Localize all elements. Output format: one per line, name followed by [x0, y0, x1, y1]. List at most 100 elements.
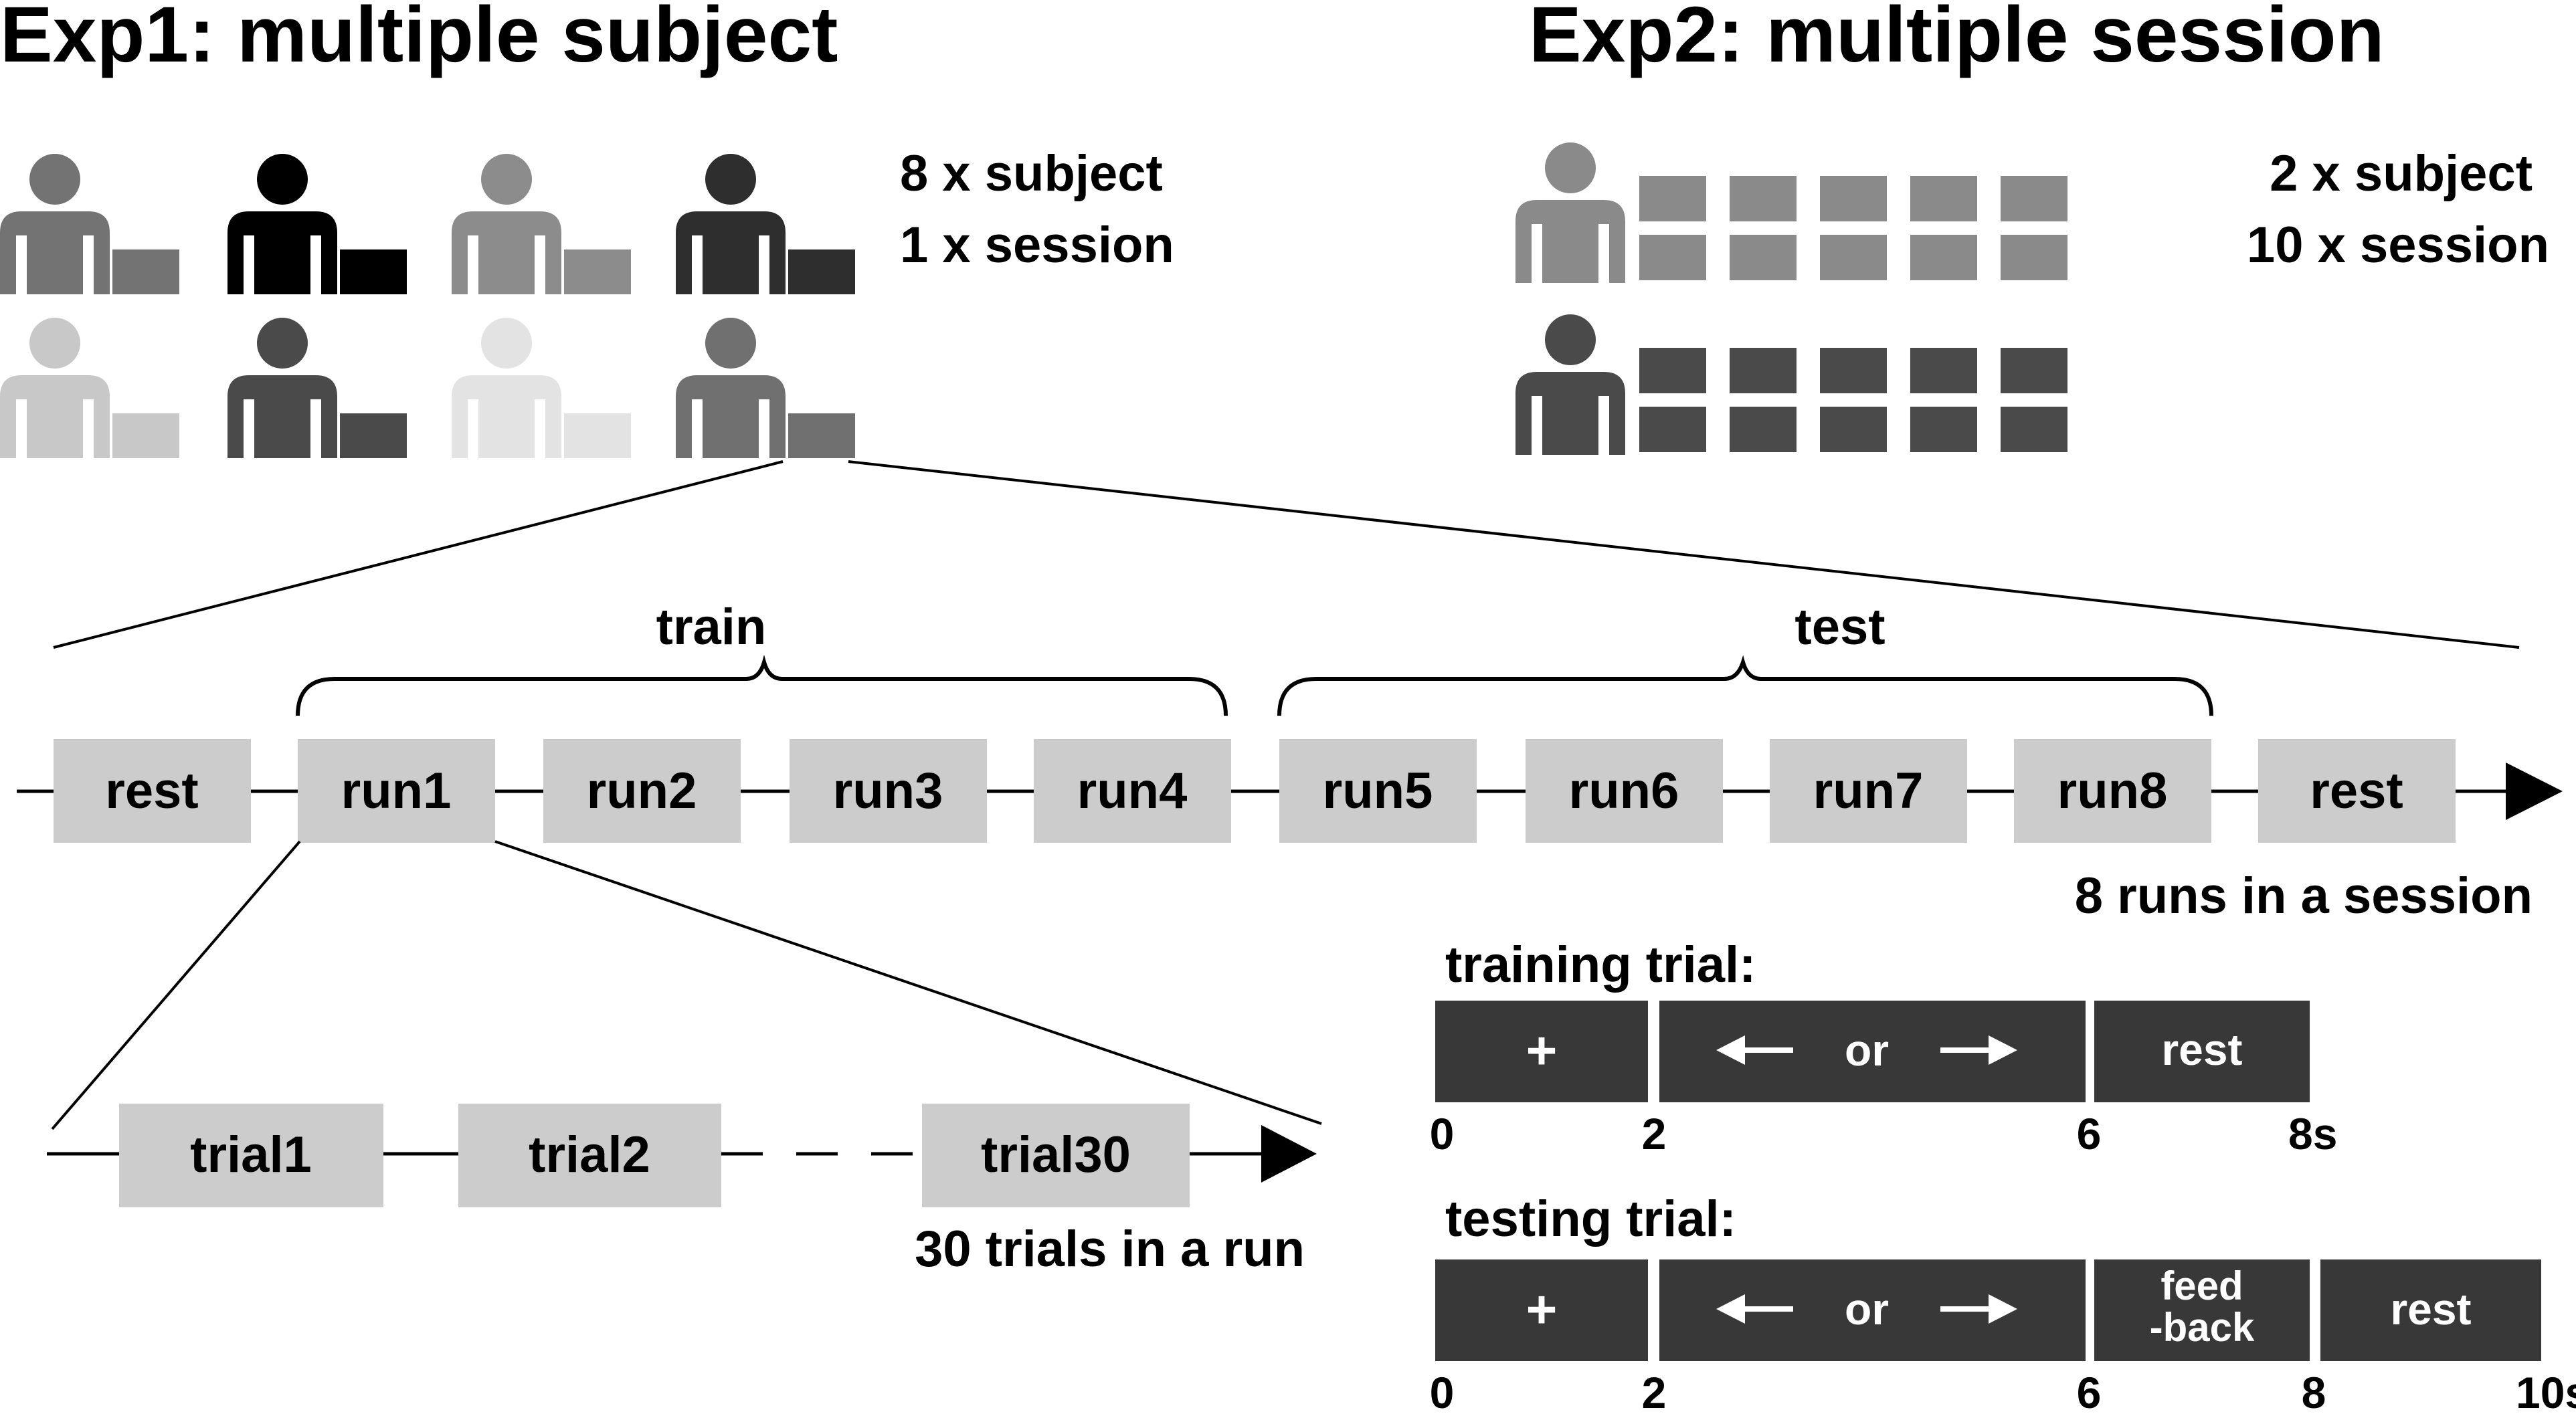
svg-text:0: 0 — [1430, 1368, 1455, 1417]
test-brace — [1277, 655, 2213, 716]
svg-text:8: 8 — [2302, 1368, 2326, 1417]
testing-trial-title: testing trial: — [1445, 1191, 1736, 1247]
testing-feedback-segment: feed -back — [2094, 1259, 2310, 1361]
session-block — [1820, 176, 1887, 221]
person-icon — [0, 154, 110, 294]
person-icon — [452, 318, 561, 458]
left-arrow-icon — [1716, 1294, 1793, 1324]
session-block — [2001, 407, 2067, 452]
zoom-line-left — [53, 460, 784, 649]
svg-text:feed: feed — [2160, 1263, 2243, 1308]
session-block — [1639, 348, 1706, 393]
train-brace — [296, 654, 1228, 716]
training-trial-title: training trial: — [1445, 936, 1756, 993]
svg-text:trial2: trial2 — [529, 1126, 650, 1183]
session-block-2: run2 — [543, 739, 741, 843]
session-block — [788, 249, 855, 294]
session-block — [1639, 407, 1706, 452]
svg-text:or: or — [1845, 1025, 1889, 1075]
session-block — [340, 249, 407, 294]
zoom-line-right — [848, 460, 2520, 649]
person-icon — [1515, 142, 1625, 283]
session-block-label: run2 — [587, 763, 697, 819]
right-arrow-icon — [1940, 1035, 2017, 1065]
svg-text:2: 2 — [1642, 1109, 1667, 1158]
session-block-label: run1 — [341, 763, 452, 819]
session-block-0: rest — [54, 739, 251, 843]
svg-text:10s: 10s — [2516, 1368, 2576, 1417]
run-caption: 30 trials in a run — [915, 1221, 1305, 1278]
person-icon — [227, 318, 337, 458]
training-rest-segment: rest — [2094, 1001, 2310, 1102]
session-block-7: run7 — [1770, 739, 1967, 843]
trial-block-30: trial30 — [922, 1104, 1190, 1207]
svg-text:or: or — [1845, 1284, 1889, 1334]
exp1-subjects — [0, 154, 855, 458]
session-block — [1730, 407, 1797, 452]
session-block — [1820, 348, 1887, 393]
session-block — [340, 413, 407, 458]
svg-text:trial30: trial30 — [981, 1126, 1131, 1183]
exp1-session-count: 1 x session — [900, 217, 1174, 274]
session-block — [1910, 235, 1977, 280]
session-block-3: run3 — [790, 739, 987, 843]
session-block — [1730, 235, 1797, 280]
session-block — [1639, 235, 1706, 280]
session-block — [788, 413, 855, 458]
testing-cue-segment: or — [1659, 1259, 2086, 1361]
exp2-title: Exp2: multiple session — [1529, 0, 2385, 79]
exp2-session-count: 10 x session — [2247, 217, 2549, 274]
session-block — [1910, 176, 1977, 221]
svg-text:+: + — [1526, 1021, 1558, 1080]
session-block — [564, 413, 631, 458]
right-arrow-icon — [1940, 1294, 2017, 1324]
testing-rest-segment: rest — [2320, 1259, 2541, 1361]
exp1-subject-count: 8 x subject — [900, 145, 1163, 202]
trial-block-2: trial2 — [458, 1104, 721, 1207]
train-label: train — [656, 599, 767, 655]
session-arrow-head — [2506, 763, 2563, 820]
run-zoom-line-right — [494, 840, 1322, 1125]
session-blocks: rest run1 run2 run3 run4 run5 run6 run7 run8 rest — [54, 739, 2456, 843]
svg-text:2: 2 — [1642, 1368, 1667, 1417]
svg-text:6: 6 — [2077, 1109, 2102, 1158]
session-block-4: run4 — [1034, 739, 1231, 843]
session-block-8: run8 — [2014, 739, 2211, 843]
session-block-label: run8 — [2057, 763, 2168, 819]
session-block-9: rest — [2258, 739, 2456, 843]
run-arrow-head — [1261, 1125, 1317, 1183]
svg-text:rest: rest — [2161, 1025, 2242, 1074]
person-icon — [676, 318, 786, 458]
session-block-label: run4 — [1077, 763, 1188, 819]
person-icon — [452, 154, 561, 294]
svg-text:rest: rest — [2390, 1284, 2471, 1334]
person-icon — [676, 154, 786, 294]
session-block — [1820, 235, 1887, 280]
svg-text:+: + — [1526, 1280, 1558, 1339]
person-icon — [0, 318, 110, 458]
training-ticks: 0 2 6 8s — [1430, 1109, 2338, 1158]
testing-fixation-segment: + — [1435, 1259, 1648, 1361]
trial-block-1: trial1 — [119, 1104, 383, 1207]
session-block-label: rest — [2310, 763, 2403, 819]
exp2-subject-count: 2 x subject — [2270, 145, 2533, 202]
session-block — [1730, 348, 1797, 393]
session-block-label: rest — [105, 763, 198, 819]
svg-text:-back: -back — [2150, 1305, 2255, 1350]
testing-ticks: 0 2 6 8 10s — [1430, 1368, 2576, 1417]
left-arrow-icon — [1716, 1035, 1793, 1065]
session-block-5: run5 — [1279, 739, 1477, 843]
person-icon — [1515, 314, 1625, 455]
session-block — [1639, 176, 1706, 221]
exp2-subjects — [1515, 142, 2067, 455]
session-block-label: run6 — [1569, 763, 1679, 819]
session-block — [2001, 235, 2067, 280]
svg-text:8s: 8s — [2288, 1109, 2337, 1158]
svg-text:trial1: trial1 — [190, 1126, 312, 1183]
session-block-1: run1 — [298, 739, 495, 843]
test-label: test — [1795, 599, 1885, 655]
session-block-label: run3 — [833, 763, 943, 819]
exp1-title: Exp1: multiple subject — [0, 0, 838, 79]
session-block — [2001, 176, 2067, 221]
session-block — [1910, 348, 1977, 393]
